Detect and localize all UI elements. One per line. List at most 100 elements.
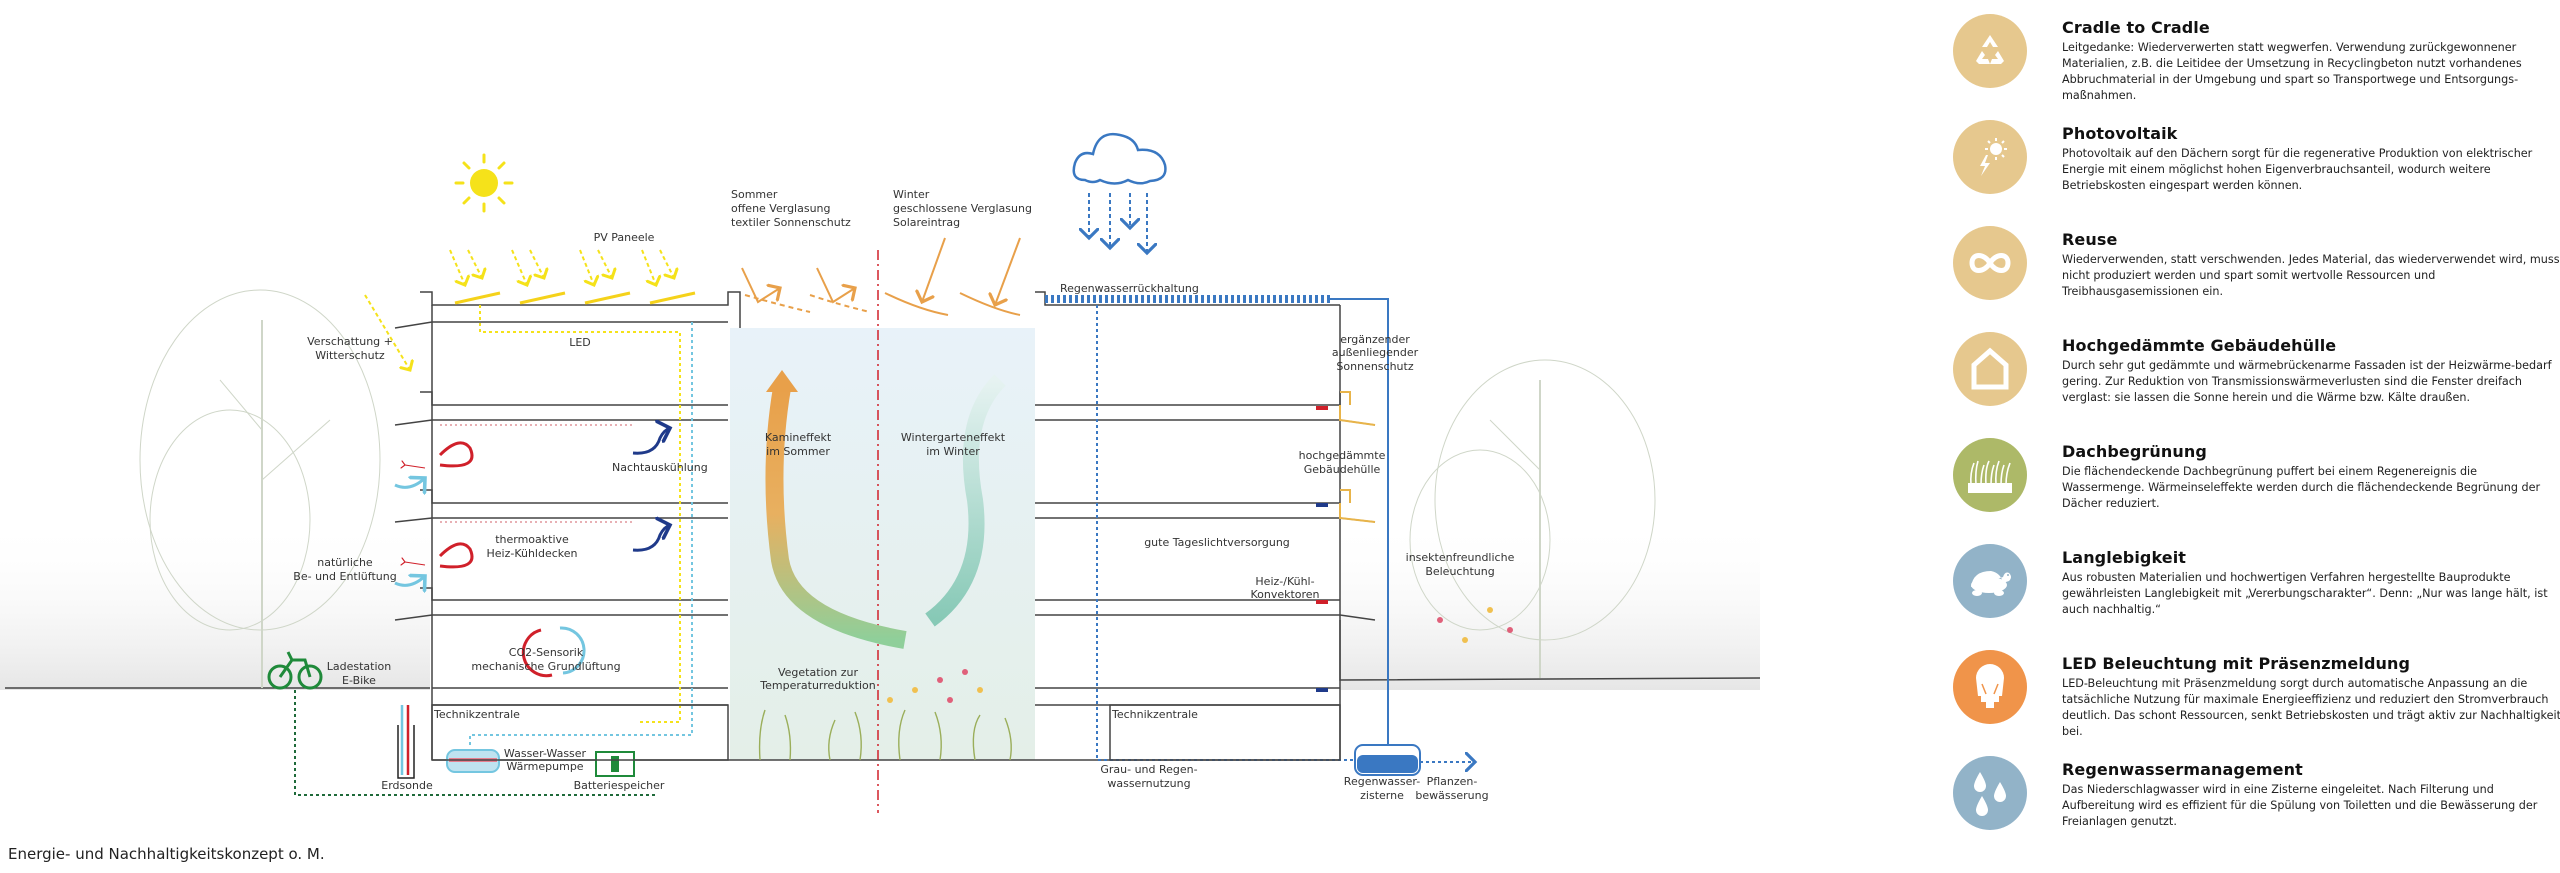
legend-title: Langlebigkeit: [2062, 548, 2187, 567]
label-wintergarden-2: im Winter: [926, 445, 980, 458]
label-vegetation-2: Temperaturreduktion: [759, 679, 875, 692]
label-chimney-1: Kamineffekt: [765, 431, 832, 444]
label-battery: Batteriespeicher: [574, 779, 665, 792]
label-co2-1: CO2-Sensorik: [509, 646, 584, 659]
label-greywater-1: Grau- und Regen-: [1100, 763, 1197, 776]
label-pv: PV Paneele: [594, 231, 655, 244]
convector-cool-2: [1316, 688, 1328, 692]
label-co2-2: mechanische Grundlüftung: [471, 660, 620, 673]
legend-title: Hochgedämmte Gebäudehülle: [2062, 336, 2337, 355]
label-ebike-1: Ladestation: [327, 660, 392, 673]
sun-icon: [454, 153, 514, 213]
legend-item-photovoltaik: Photovoltaik Photovoltaik auf den Dächer…: [1950, 120, 2560, 220]
label-insulation-1: hochgedämmte: [1299, 449, 1386, 462]
legend-desc: Aus robusten Materialien und hochwertige…: [2062, 571, 2548, 616]
label-summer-3: textiler Sonnenschutz: [731, 216, 851, 229]
legend-desc: Die flächendeckende Dachbegrünung puffer…: [2062, 465, 2541, 510]
convector-heat: [1316, 406, 1328, 410]
ground-shade-left: [0, 520, 430, 690]
label-winter-3: Solareintrag: [893, 216, 960, 229]
chimney-effect-arrow: [765, 386, 907, 649]
legend-item-reuse: Reuse Wiederverwenden, statt verschwende…: [1950, 226, 2560, 326]
label-wintergarden-1: Wintergarteneffekt: [901, 431, 1006, 444]
house-icon: [1953, 332, 2027, 406]
insulated-facade: [1339, 391, 1376, 523]
legend-desc: Photovoltaik auf den Dächern sorgt für d…: [2062, 147, 2533, 192]
legend-item-led: LED Beleuchtung mit Präsenzmeldung LED-B…: [1950, 650, 2560, 750]
thermo-ceiling: [440, 424, 635, 523]
water-drops-icon: [1953, 756, 2027, 830]
label-erdsonde: Erdsonde: [381, 779, 433, 792]
label-insect-light-1: insektenfreundliche: [1406, 551, 1515, 564]
label-tech-right: Technikzentrale: [1111, 708, 1198, 721]
recycle-icon: [1953, 14, 2027, 88]
label-summer-2: offene Verglasung: [731, 202, 831, 215]
summer-winter-sun: [741, 237, 1021, 316]
label-winter-2: geschlossene Verglasung: [893, 202, 1032, 215]
label-daylight: gute Tageslichtversorgung: [1144, 536, 1290, 549]
cloud-icon: [1072, 132, 1167, 185]
label-heatpump-2: Wärmepumpe: [506, 760, 583, 773]
label-ebike-2: E-Bike: [342, 674, 376, 687]
label-rain-retention: Regenwasserrückhaltung: [1060, 282, 1199, 295]
wintergarden-effect-arrow: [925, 374, 1006, 627]
label-insect-light-2: Beleuchtung: [1425, 565, 1494, 578]
legend-desc: LED-Beleuchtung mit Präsenzmeldung sorgt…: [2062, 677, 2560, 738]
legend-desc: Wiederverwenden, statt verschwenden. Jed…: [2062, 253, 2560, 298]
label-convectors-2: Konvektoren: [1250, 588, 1319, 601]
label-ext-shading-1: ergänzender: [1340, 333, 1410, 346]
convector-cool: [1316, 503, 1328, 507]
label-cistern-2: zisterne: [1360, 789, 1404, 802]
rain-downpipe: [1330, 298, 1389, 745]
label-convectors-1: Heiz-/Kühl-: [1255, 575, 1314, 588]
label-natural-vent-1: natürliche: [317, 556, 373, 569]
building-section-diagram: PV Paneele LED Verschattung + Witterschu…: [0, 132, 1761, 813]
label-insulation-2: Gebäudehülle: [1304, 463, 1381, 476]
legend-item-longevity: Langlebigkeit Aus robusten Materialien u…: [1950, 544, 2560, 644]
sun-rays: [364, 249, 674, 370]
label-winter-1: Winter: [893, 188, 930, 201]
label-night-cooling: Nachtauskühlung: [612, 461, 708, 474]
label-cistern-1: Regenwasser-: [1344, 775, 1420, 788]
legend-item-rainwater: Regenwassermanagement Das Niederschlagwa…: [1950, 756, 2560, 856]
co2-cycle-icon: [521, 626, 586, 678]
label-irrigation-2: bewässerung: [1415, 789, 1488, 802]
grass-icon: [1953, 438, 2027, 512]
label-chimney-2: im Sommer: [766, 445, 830, 458]
natural-ventilation-arrows: [394, 428, 670, 585]
legend-item-insulation: Hochgedämmte Gebäudehülle Durch sehr gut…: [1950, 332, 2560, 432]
infinity-icon: [1953, 226, 2027, 300]
legend-desc: Durch sehr gut gedämmte und wärmebrücken…: [2062, 359, 2552, 404]
label-vegetation-1: Vegetation zur: [778, 666, 859, 679]
label-heatpump-1: Wasser-Wasser: [504, 747, 587, 760]
ebike-icon: [267, 651, 323, 690]
tree-right: [1409, 359, 1656, 678]
atrium-vegetation: [758, 709, 1012, 761]
led-supply-line: [479, 305, 681, 723]
label-led: LED: [569, 336, 591, 349]
legend-title: Dachbegrünung: [2062, 442, 2207, 461]
legend-title: LED Beleuchtung mit Präsenzmeldung: [2062, 654, 2411, 673]
tech-room-right: [1109, 704, 1341, 761]
chimney-arrow-head: [766, 370, 798, 392]
rain-arrows: [1089, 193, 1147, 253]
cistern-icon: [1354, 744, 1421, 776]
solar-lightning-icon: [1953, 120, 2027, 194]
convector-heat-2: [1316, 600, 1328, 604]
legend-desc: Das Niederschlagwasser wird in eine Zist…: [2062, 783, 2538, 828]
battery-icon: [595, 751, 635, 777]
legend-title: Photovoltaik: [2062, 124, 2178, 143]
tech-room-left: [431, 704, 729, 761]
label-ext-shading-2: außenliegender: [1332, 346, 1419, 359]
label-ext-shading-3: Sonnenschutz: [1336, 360, 1413, 373]
legend-title: Regenwassermanagement: [2062, 760, 2303, 779]
ebike-line: [294, 690, 655, 796]
figure-caption: Energie- und Nachhaltigkeitskonzept o. M…: [8, 845, 325, 863]
erdsonde-icon: [397, 705, 415, 779]
label-irrigation-1: Pflanzen-: [1427, 775, 1478, 788]
light-bulb-icon: [1953, 650, 2027, 724]
label-thermo-1: thermoaktive: [495, 533, 569, 546]
legend-item-cradle: Cradle to Cradle Leitgedanke: Wiederverw…: [1950, 14, 2560, 114]
legend-item-green-roof: Dachbegrünung Die flächendeckende Dachbe…: [1950, 438, 2560, 538]
label-thermo-2: Heiz-Kühldecken: [486, 547, 577, 560]
